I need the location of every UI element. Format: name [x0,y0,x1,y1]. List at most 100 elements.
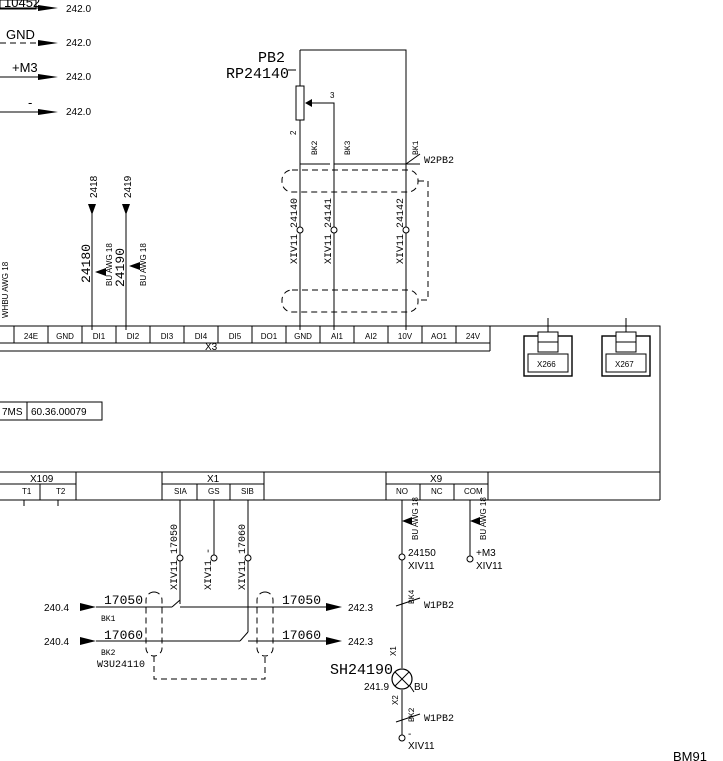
x3-pin-8: GND [294,332,312,341]
di1-color-arrow [95,268,106,276]
com-xiv: XIV11 [476,561,503,572]
top-shield [281,169,429,313]
resistor-body [295,85,305,121]
in-ref-2: 240.4 [44,637,69,648]
signal-3-ref: 242.0 [66,72,91,83]
di2-color-arrow [129,262,140,270]
no-wire: 24150 [408,548,436,559]
com-wire: +M3 [476,548,496,559]
x9-bottom-wiring: BU AWG 18 24150 XIV11 BU AWG 18 +M3 XIV1… [330,497,503,752]
signal-4-label: - [28,95,32,110]
x3-pin-10: AI2 [365,332,378,341]
x3-pin-2: DI1 [93,332,106,341]
part-right: 60.36.00079 [31,407,87,418]
x109-terminal: X109 T1 T2 [0,472,77,506]
w1pb2-bottom: W1PB2 [424,714,454,725]
corner-label: BM91 [673,749,707,761]
in-arrow-1 [80,603,96,611]
di1-wire: 24180 [79,244,94,283]
x3-pin-13: 24V [466,332,481,341]
di1-ref: 2418 [89,175,100,198]
x1-label: X1 [207,474,220,485]
xiv-24140-label: XIV11 24140 [290,198,301,264]
x9-pin-no: NO [396,487,408,496]
x1-bottom-wiring: XIV11 17050 XIV11 - XIV11 17060 240.4 24… [44,500,373,680]
x1-terminal: X1 SIA GS SIB [161,472,265,500]
x9-terminal: X9 NO NC COM [385,472,489,500]
x109-pin-t1: T1 [22,487,32,496]
com-color: BU AWG 18 [479,497,488,540]
pb2-name: PB2 [258,50,285,67]
shield-right [256,591,274,657]
xiv-24141-label: XIV11 24141 [324,198,335,264]
x9-pin-nc: NC [431,487,443,496]
end-xiv: XIV11 [408,741,435,752]
x1-pin-sib: SIB [241,487,254,496]
x3-pin-3: DI2 [127,332,140,341]
signal-1-arrow [38,5,58,11]
di-wires: 2418 24180 BU AWG 18 2419 24190 BU AWG 1… [1,175,148,330]
bk1-tag: BK1 [412,140,421,155]
lamp-ref: 241.9 [364,682,389,693]
wire-17060-out: 17060 [282,628,321,643]
no-color: BU AWG 18 [411,497,420,540]
part-left: 7MS [2,407,23,418]
end-wire: - [408,729,411,740]
di1-color: BU AWG 18 [105,243,114,286]
signal-3-arrow [38,74,58,80]
di2-wire: 24190 [113,248,128,287]
wire-17060: 17060 [104,628,143,643]
signal-1-label: 10452 [4,0,40,10]
in-arrow-2 [80,637,96,645]
x3-pin-5: DI4 [195,332,208,341]
pin-2-label: 2 [289,130,298,135]
wire-17050: 17050 [104,593,143,608]
x1-pin-gs: GS [208,487,220,496]
shield-top-ellipse [281,169,419,193]
connector-x266: X266 [523,318,573,377]
bk2-bottom: BK2 [101,649,116,658]
di2-arrow [122,204,130,215]
top-xiv-terminals: XIV11 24140 XIV11 24141 XIV11 24142 [290,198,410,264]
bk1-bottom: BK1 [101,615,116,624]
bk2-tag: BK2 [311,140,320,155]
w2pb2-label: W2PB2 [424,156,454,167]
top-wire-tags: BK2 BK3 BK1 W2PB2 [300,140,454,167]
no-color-arrow [402,517,412,525]
main-board [0,325,661,501]
lamp-x2: X2 [391,695,400,705]
shield-bottom-ellipse [281,289,419,313]
top-signal-list: 10452 242.0 GND 242.0 +M3 242.0 - 242.0 [0,0,91,118]
signal-1-ref: 242.0 [66,4,91,15]
out-ref-2: 242.3 [348,637,373,648]
signal-box-1 [0,0,37,10]
xiv-17060-label: XIV11 17060 [238,524,249,590]
xiv-24140-terminal [296,226,304,234]
signal-2-label: GND [6,27,35,42]
x3-pin-0: 24E [24,332,38,341]
x3-pin-12: AO1 [431,332,448,341]
pb2-part: RP24140 [226,66,289,83]
com-color-arrow [470,517,480,525]
xiv-24142-terminal [402,226,410,234]
x3-pin-7: DO1 [261,332,278,341]
connector-x267: X267 [601,318,651,377]
out-arrow-1 [326,603,342,611]
lamp-color: BU [414,682,428,693]
di2-ref: 2419 [123,175,134,198]
x3-pin-11: 10V [398,332,413,341]
di2-color: BU AWG 18 [139,243,148,286]
xiv-dash-label: XIV11 - [204,548,215,590]
x266-label: X266 [537,360,556,369]
xiv-24141-terminal [330,226,338,234]
lamp-x1: X1 [389,646,398,656]
lamp-label: SH24190 [330,662,393,679]
xiv-24142-label: XIV11 24142 [396,198,407,264]
no-xiv: XIV11 [408,561,435,572]
part-number-box: 7MS 60.36.00079 [0,401,103,421]
pb2-potentiometer: PB2 RP24140 3 2 [226,49,407,330]
signal-4-ref: 242.0 [66,107,91,118]
bk2-x9-tag: BK2 [408,707,417,722]
w1pb2-top: W1PB2 [424,601,454,612]
